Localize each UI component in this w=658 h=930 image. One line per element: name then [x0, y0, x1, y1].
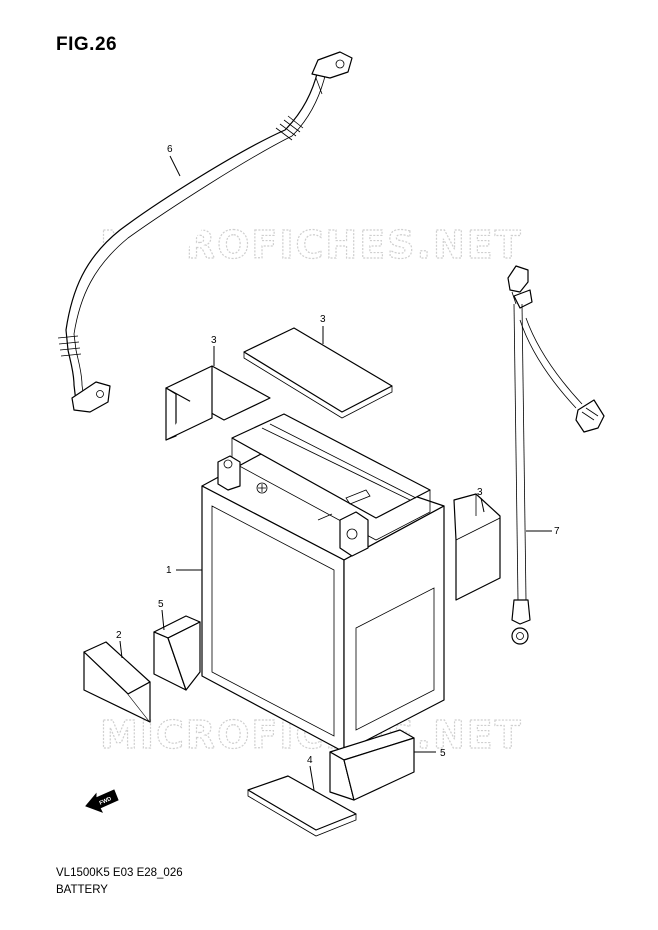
spacer-top[interactable] [243, 327, 393, 419]
callout-line-4 [309, 765, 315, 791]
spacer-left[interactable] [165, 365, 271, 441]
callout-2: 2 [116, 630, 122, 641]
figure-caption: BATTERY [56, 884, 108, 896]
callout-line-5-left [161, 609, 165, 631]
callout-3-left: 3 [211, 335, 217, 346]
callout-5-bottom: 5 [440, 748, 446, 759]
callout-6: 6 [167, 144, 173, 155]
positive-lead-cable[interactable] [57, 51, 353, 413]
callout-3-right: 3 [477, 487, 483, 498]
callout-7: 7 [554, 526, 560, 537]
callout-3-top: 3 [320, 314, 326, 325]
callout-line-3-right [480, 497, 485, 513]
callout-1: 1 [166, 565, 172, 576]
pad-left[interactable] [83, 641, 151, 723]
cushion-bottom[interactable] [329, 729, 415, 801]
spacer-right[interactable] [453, 493, 501, 601]
callout-line-2 [119, 640, 123, 659]
callout-5-left: 5 [158, 599, 164, 610]
callout-4: 4 [307, 755, 313, 766]
cushion-left[interactable] [153, 615, 201, 691]
pad-bottom[interactable] [247, 775, 357, 837]
negative-lead-cable[interactable] [507, 265, 605, 645]
callout-line-6 [169, 155, 181, 177]
fwd-arrow-icon: FWD [85, 789, 119, 813]
model-code: VL1500K5 E03 E28_026 [56, 867, 183, 879]
fwd-arrow-label: FWD [99, 796, 113, 807]
battery-body[interactable] [201, 413, 445, 753]
figure-title: FIG.26 [56, 34, 118, 55]
